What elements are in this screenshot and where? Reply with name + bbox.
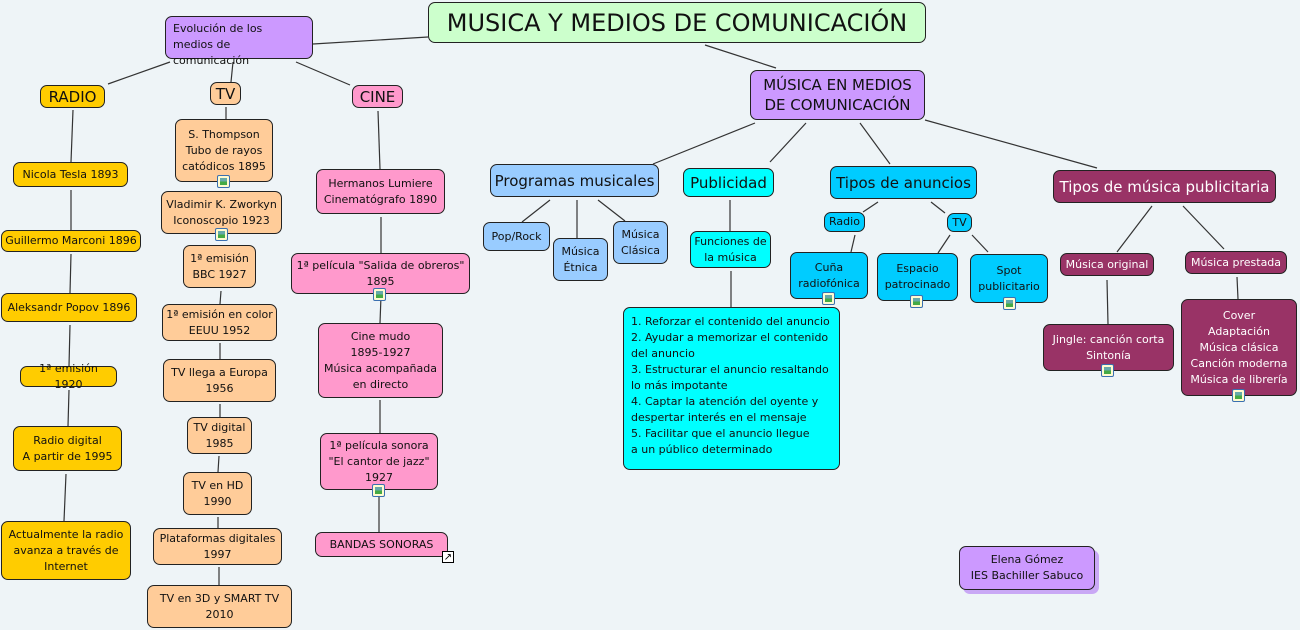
prestada-list-node[interactable]: Cover Adaptación Música clásica Canción … xyxy=(1181,299,1297,396)
document-resource-icon[interactable] xyxy=(1003,297,1016,310)
cine-node[interactable]: CINE xyxy=(352,85,403,108)
connector-line xyxy=(217,455,220,473)
image-resource-icon[interactable] xyxy=(215,228,228,241)
connector-line xyxy=(971,234,989,253)
connector-line xyxy=(67,389,70,427)
programa-item[interactable]: Pop/Rock xyxy=(483,222,550,251)
anuncio-tv-node[interactable]: TV xyxy=(947,213,972,232)
funciones-list-node[interactable]: 1. Reforzar el contenido del anuncio 2. … xyxy=(623,307,840,470)
connector-line xyxy=(63,473,67,522)
document-resource-icon[interactable] xyxy=(373,288,386,301)
document-resource-icon[interactable] xyxy=(1101,364,1114,377)
connector-line xyxy=(1116,205,1153,253)
tipos-anuncios-node[interactable]: Tipos de anuncios xyxy=(830,166,977,199)
document-resource-icon[interactable] xyxy=(372,484,385,497)
external-link-icon[interactable]: ↗ xyxy=(442,551,454,563)
document-resource-icon[interactable] xyxy=(822,292,835,305)
tv-node[interactable]: TV xyxy=(210,82,241,105)
radio-item[interactable]: Guillermo Marconi 1896 xyxy=(1,230,141,252)
programa-item[interactable]: Música Clásica xyxy=(613,221,668,264)
radio-item[interactable]: Nicola Tesla 1893 xyxy=(13,162,128,187)
tv-item[interactable]: TV en HD 1990 xyxy=(183,472,252,515)
connector-line xyxy=(521,199,551,223)
cine-item[interactable]: Cine mudo 1895-1927 Música acompañada en… xyxy=(318,323,443,398)
image-resource-icon[interactable] xyxy=(217,175,230,188)
radio-item[interactable]: Radio digital A partir de 1995 xyxy=(13,426,122,471)
connector-line xyxy=(219,290,222,305)
publicidad-node[interactable]: Publicidad xyxy=(683,168,774,197)
connector-line xyxy=(859,122,891,165)
tv-item[interactable]: 1ª emisión en color EEUU 1952 xyxy=(162,304,277,341)
connector-line xyxy=(69,253,72,294)
evolucion-node[interactable]: Evolución de los medios de comunicación xyxy=(165,16,313,67)
cine-item[interactable]: Hermanos Lumiere Cinematógrafo 1890 xyxy=(316,169,445,214)
connector-line xyxy=(107,61,171,85)
connector-line xyxy=(312,36,429,45)
connector-line xyxy=(1236,276,1239,300)
connector-line xyxy=(597,199,626,222)
connector-line xyxy=(295,61,351,86)
document-resource-icon[interactable] xyxy=(910,295,923,308)
cine-item[interactable]: 1ª película sonora "El cantor de jazz" 1… xyxy=(320,433,438,490)
spot-node[interactable]: Spot publicitario xyxy=(970,254,1048,303)
tipos-musica-node[interactable]: Tipos de música publicitaria xyxy=(1053,170,1276,203)
programa-item[interactable]: Música Étnica xyxy=(553,238,608,281)
radio-item[interactable]: Aleksandr Popov 1896 xyxy=(1,293,137,322)
connector-line xyxy=(850,234,856,253)
main-title-node[interactable]: MUSICA Y MEDIOS DE COMUNICACIÓN xyxy=(428,2,926,43)
funciones-node[interactable]: Funciones de la música xyxy=(690,231,771,268)
connector-line xyxy=(70,109,74,163)
tv-item[interactable]: Plataformas digitales 1997 xyxy=(153,528,282,565)
connector-line xyxy=(377,110,381,170)
tv-item[interactable]: 1ª emisión BBC 1927 xyxy=(183,245,256,288)
bandas-sonoras-node[interactable]: BANDAS SONORAS xyxy=(315,532,448,557)
musica-prestada-node[interactable]: Música prestada xyxy=(1185,251,1287,274)
author-node[interactable]: Elena Gómez IES Bachiller Sabuco xyxy=(959,546,1095,590)
musica-original-node[interactable]: Música original xyxy=(1060,253,1154,276)
cuna-node[interactable]: Cuña radiofónica xyxy=(790,252,868,299)
connector-line xyxy=(652,122,756,165)
espacio-node[interactable]: Espacio patrocinado xyxy=(877,253,958,301)
radio-node[interactable]: RADIO xyxy=(40,85,105,108)
connector-line xyxy=(769,122,807,163)
tv-item[interactable]: TV en 3D y SMART TV 2010 xyxy=(147,585,292,628)
connector-line xyxy=(1106,279,1109,325)
jingle-node[interactable]: Jingle: canción corta Sintonía xyxy=(1043,324,1174,371)
connector-line xyxy=(924,119,1098,169)
anuncio-radio-node[interactable]: Radio xyxy=(824,212,865,232)
connector-line xyxy=(230,61,234,83)
programas-musicales-node[interactable]: Programas musicales xyxy=(490,164,659,197)
radio-item[interactable]: 1ª emisión 1920 xyxy=(20,362,117,391)
connector-line xyxy=(1182,205,1225,250)
connector-line xyxy=(862,201,879,213)
connector-line xyxy=(937,234,951,254)
document-resource-icon[interactable] xyxy=(1232,389,1245,402)
tv-item[interactable]: TV llega a Europa 1956 xyxy=(163,359,276,402)
connector-line xyxy=(704,44,777,69)
musica-medios-node[interactable]: MÚSICA EN MEDIOS DE COMUNICACIÓN xyxy=(750,70,925,120)
radio-item[interactable]: Actualmente la radio avanza a través de … xyxy=(1,521,131,580)
tv-item[interactable]: S. Thompson Tubo de rayos catódicos 1895 xyxy=(175,119,273,182)
tv-item[interactable]: TV digital 1985 xyxy=(187,417,252,454)
connector-line xyxy=(68,324,71,367)
connector-line xyxy=(930,201,946,214)
